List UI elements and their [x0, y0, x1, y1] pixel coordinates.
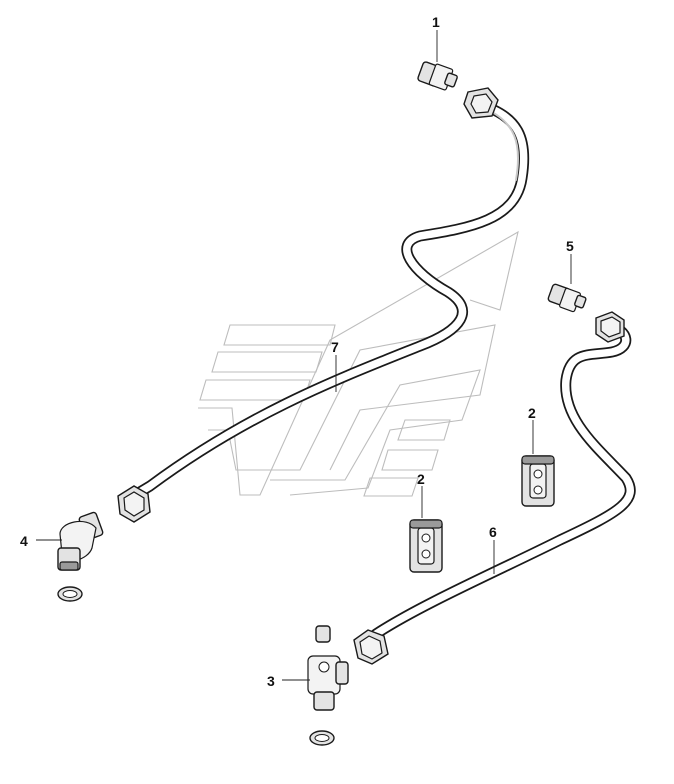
watermark-logo — [198, 230, 519, 497]
callout-2a: 2 — [528, 405, 536, 421]
callout-2b: 2 — [417, 471, 425, 487]
pipe-7 — [124, 98, 530, 504]
clip-2-upper — [521, 455, 555, 507]
callout-5: 5 — [566, 238, 574, 254]
pipe-7-bottom-nut — [117, 485, 151, 523]
pipe-6-bottom-nut — [353, 629, 389, 665]
callout-7: 7 — [331, 339, 339, 355]
pipe-6 — [360, 319, 636, 648]
pipe-6-top-nut — [595, 311, 625, 343]
clip-2-lower — [409, 519, 443, 573]
fitting-5 — [547, 283, 587, 313]
fitting-1 — [417, 61, 458, 91]
tee-fitting-3 — [307, 625, 349, 746]
elbow-fitting-4 — [57, 511, 104, 602]
callout-4: 4 — [20, 533, 28, 549]
leader-lines — [36, 30, 572, 681]
callout-1: 1 — [432, 14, 440, 30]
callout-3: 3 — [267, 673, 275, 689]
callout-6: 6 — [489, 524, 497, 540]
pipe-7-top-nut — [463, 87, 499, 119]
